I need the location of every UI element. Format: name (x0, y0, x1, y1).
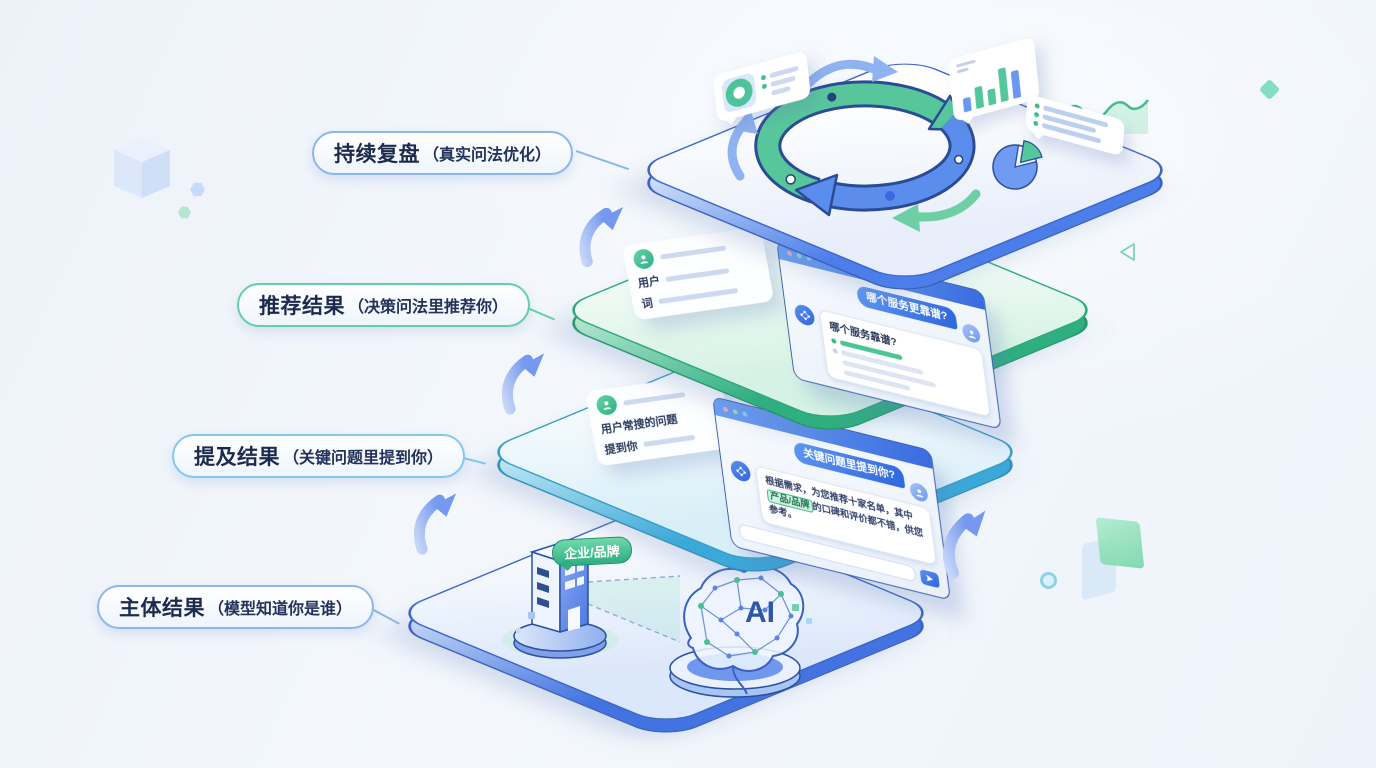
list-dot-icon (1033, 111, 1040, 118)
list-dot-icon (761, 82, 767, 89)
up-arrow-icon (501, 353, 545, 415)
placeholder-line (623, 391, 686, 406)
label-recommend-main: 推荐结果 (259, 295, 345, 318)
brand-tag: 企业/品牌 (551, 535, 633, 568)
mention-chat-window: 关键问题里提到你? 根据需求，为您推荐十家名单，其中产品/品牌的口碑和评价都不错… (712, 396, 952, 601)
square-decoration (528, 612, 535, 619)
side-card-text: 提到你 (603, 440, 639, 457)
ai-avatar-icon (793, 302, 816, 328)
label-review-paren: （真实问法优化） (423, 147, 552, 164)
cube-decoration-green (1095, 517, 1145, 569)
square-decoration (516, 628, 521, 633)
label-recommend: 推荐结果 （决策问法里推荐你） (237, 283, 531, 327)
placeholder-line (956, 67, 969, 74)
label-mention-main: 提及结果 (194, 446, 280, 469)
triangle-decoration (1120, 243, 1135, 261)
up-arrow-icon (803, 56, 898, 89)
donut-chart-icon (721, 71, 757, 114)
square-decoration (792, 604, 799, 611)
up-arrow-icon (727, 108, 758, 181)
diamond-decoration (1258, 78, 1281, 101)
cycle-arrows-icon (727, 56, 1149, 232)
up-arrow-icon (942, 510, 986, 579)
label-entity-main: 主体结果 (119, 597, 205, 620)
label-entity: 主体结果 （模型知道你是谁） (97, 585, 375, 629)
pie-chart-icon (992, 139, 1043, 190)
square-decoration (806, 618, 812, 624)
list-dot-icon (760, 74, 767, 81)
send-button (919, 568, 940, 589)
placeholder-line (771, 85, 791, 96)
connector-line (575, 150, 630, 171)
light-cone (588, 576, 680, 642)
label-entity-paren: （模型知道你是谁） (208, 601, 353, 618)
label-recommend-paren: （决策问法里推荐你） (348, 299, 509, 316)
bar (962, 96, 972, 113)
bar-chart-icon (956, 45, 1031, 113)
ai-brain-icon: AI (669, 566, 805, 698)
bar (997, 67, 1009, 103)
hexagon-decoration (190, 182, 205, 197)
list-dot-icon (832, 347, 838, 354)
ai-label: AI (745, 596, 775, 629)
cube-decoration (114, 138, 170, 198)
user-avatar-icon (909, 481, 929, 504)
ai-avatar-icon (729, 458, 752, 484)
placeholder-line (956, 59, 976, 68)
label-mention: 提及结果 （关键问题里提到你） (172, 434, 466, 478)
mention-side-card: 用户常搜的问题 提到你 (585, 372, 734, 467)
list-dot-icon (1033, 120, 1039, 127)
bar (987, 88, 997, 106)
entity-scene: AI (502, 542, 812, 698)
label-mention-paren: （关键问题里提到你） (283, 450, 444, 467)
user-avatar-icon (631, 247, 656, 271)
brand-tag-label: 企业/品牌 (563, 543, 621, 562)
list-dot-icon (831, 337, 837, 345)
label-review: 持续复盘 （真实问法优化） (312, 131, 574, 175)
send-icon (926, 574, 934, 581)
bar (1010, 69, 1022, 99)
recommend-chat-window: 哪个服务更靠谱? 哪个服务靠谱? (776, 240, 1002, 430)
hexagon-decoration (178, 206, 191, 219)
bar (974, 85, 985, 110)
up-arrow-icon (413, 493, 457, 555)
label-review-main: 持续复盘 (334, 143, 420, 166)
up-arrow-icon (579, 207, 624, 268)
down-arrow-icon (892, 189, 981, 232)
list-dot-icon (1034, 102, 1040, 110)
dot-decoration (1040, 572, 1057, 589)
recommend-side-card: 用户 词 (622, 226, 775, 321)
user-avatar-icon (961, 322, 982, 345)
user-avatar-icon (594, 393, 619, 417)
